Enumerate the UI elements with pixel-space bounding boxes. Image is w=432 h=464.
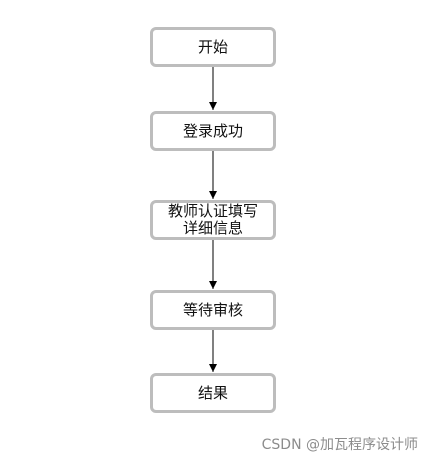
watermark: CSDN @加瓦程序设计师 xyxy=(261,437,418,453)
node-login-success-label: 登录成功 xyxy=(182,121,243,140)
node-awaiting-review-label: 等待审核 xyxy=(182,300,243,319)
node-awaiting-review: 等待审核 xyxy=(150,290,276,330)
node-login-success: 登录成功 xyxy=(150,111,276,151)
node-result: 结果 xyxy=(150,373,276,413)
node-start: 开始 xyxy=(150,27,276,67)
node-result-label: 结果 xyxy=(197,383,228,402)
node-teacher-verification-label: 教师认证填写 详细信息 xyxy=(167,202,258,237)
node-teacher-verification: 教师认证填写 详细信息 xyxy=(150,200,276,240)
node-start-label: 开始 xyxy=(197,37,228,56)
